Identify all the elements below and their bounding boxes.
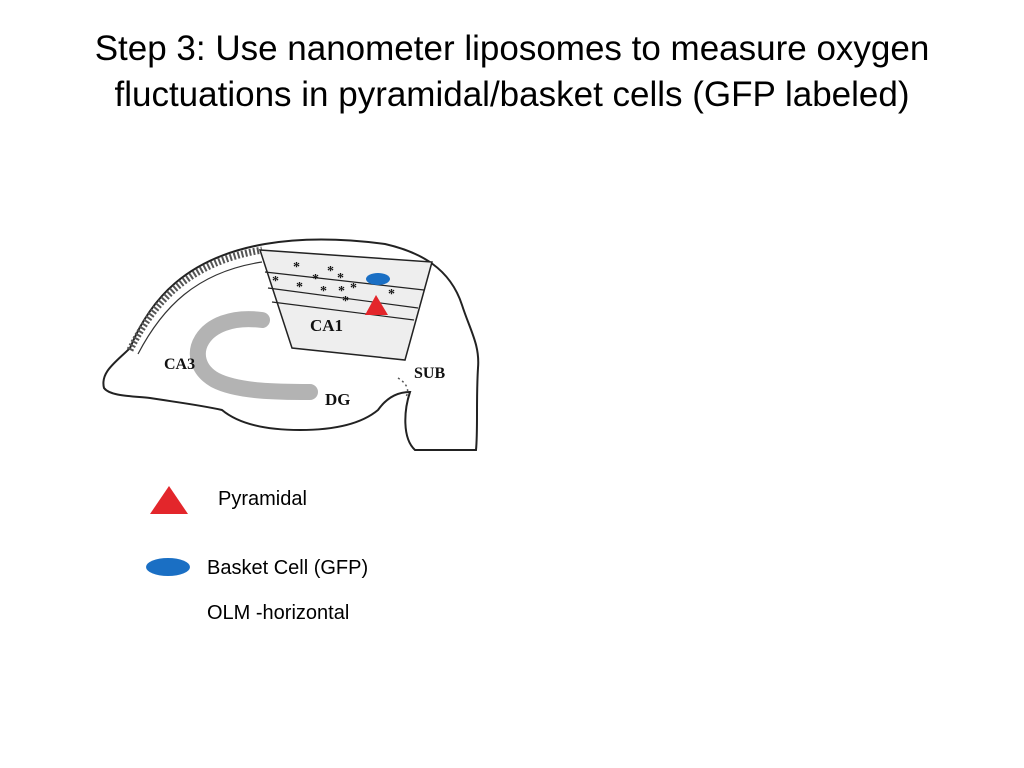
- pyramidal-cell-marker: [365, 295, 388, 315]
- dg-label: DG: [325, 390, 351, 409]
- basket-cell-legend-label: Basket Cell (GFP): [207, 557, 369, 579]
- dentate-band: [189, 311, 318, 400]
- pyramidal-legend-label: Pyramidal: [218, 488, 307, 510]
- interneuron-marker: *: [337, 271, 344, 286]
- alveus-band: [126, 246, 263, 352]
- interneuron-marker: *: [327, 264, 334, 279]
- hippocampus-diagram: * * * * * * * * * * * CA1 CA3 DG SUB: [102, 238, 480, 451]
- interneuron-marker: *: [296, 280, 303, 295]
- ca1-layer-line: [267, 287, 419, 309]
- basket-cell-marker: [366, 273, 390, 285]
- slide-title: Step 3: Use nanometer liposomes to measu…: [94, 29, 930, 114]
- interneuron-marker: *: [272, 274, 279, 289]
- basket-cell-legend-icon: [146, 558, 190, 576]
- interneuron-marker: *: [342, 294, 349, 309]
- ca1-label: CA1: [310, 316, 343, 335]
- interneuron-marker: *: [312, 272, 319, 287]
- interneuron-marker: *: [338, 284, 345, 299]
- interneuron-marker: *: [350, 281, 357, 296]
- ca1-layer-line: [271, 301, 415, 321]
- olm-legend-label: OLM -horizontal: [207, 602, 350, 624]
- pyramidal-legend-icon: [150, 486, 188, 514]
- interneuron-marker: *: [388, 287, 395, 302]
- ca1-layer-line: [264, 271, 425, 291]
- alveus-band-edge: [137, 261, 263, 355]
- interneuron-marker: *: [320, 284, 327, 299]
- ca3-label: CA3: [164, 356, 195, 373]
- interneuron-markers: * * * * * * * * * * *: [272, 260, 395, 309]
- sub-label: SUB: [414, 365, 445, 382]
- interneuron-marker: *: [293, 260, 300, 275]
